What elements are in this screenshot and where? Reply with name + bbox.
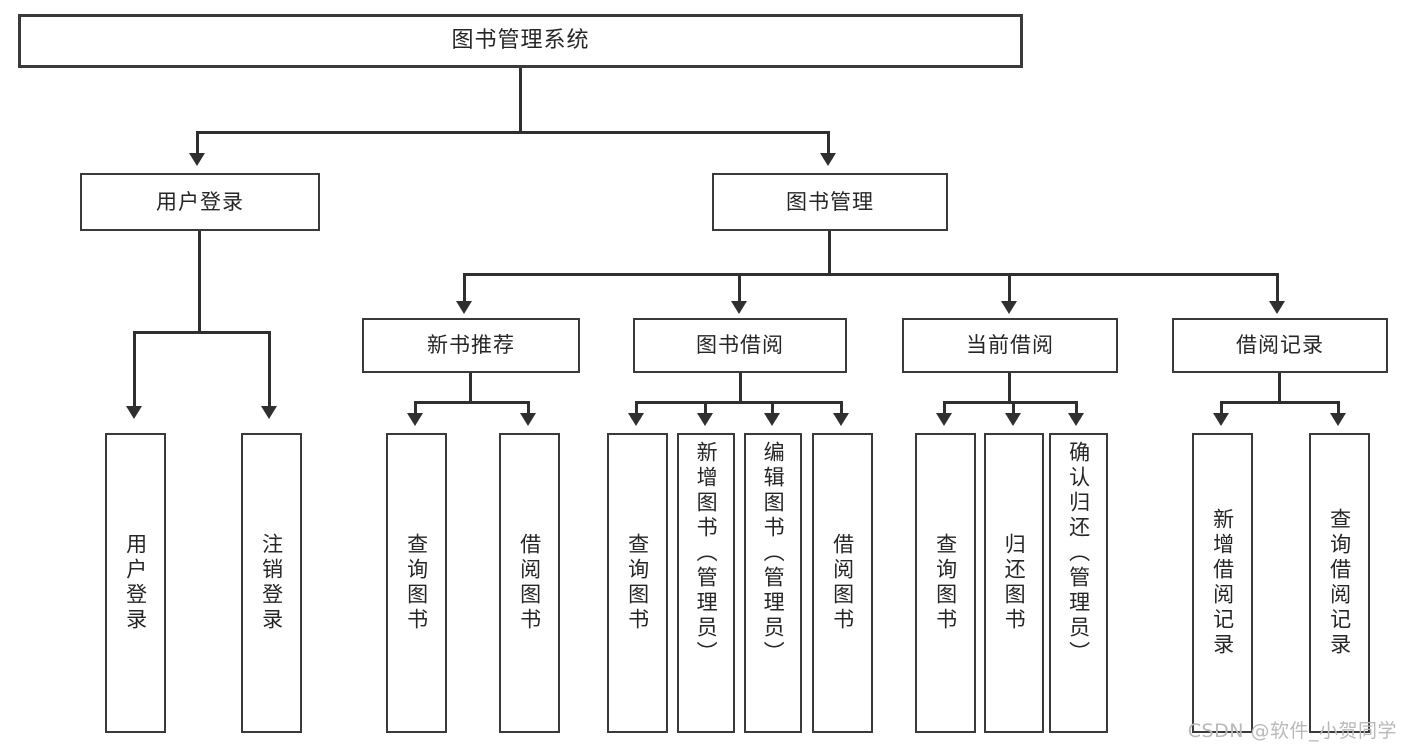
connector-book-mgmt-bus — [463, 273, 1279, 276]
node-label: 图书管理系统 — [451, 28, 590, 54]
connector-book-mgmt-stem — [828, 231, 831, 275]
node-new-book-recommend[interactable]: 新书推荐 — [362, 318, 580, 373]
arrow-book-mgmt-to-new-book — [456, 301, 472, 314]
arrow-book-borrow-to-leaf-2 — [697, 413, 713, 426]
leaf-add-borrow-record[interactable]: 新增借阅记录 — [1192, 433, 1253, 733]
leaf-user-login[interactable]: 用户登录 — [105, 433, 166, 733]
leaf-borrow-book-new[interactable]: 借阅图书 — [499, 433, 560, 733]
leaf-query-book-current[interactable]: 查询图书 — [915, 433, 976, 733]
node-book-management[interactable]: 图书管理 — [712, 173, 948, 231]
arrow-new-book-to-leaf-1 — [407, 413, 423, 426]
arrow-book-mgmt-to-borrow-record — [1269, 301, 1285, 314]
leaf-label: 注销登录 — [259, 533, 284, 633]
node-label: 图书借阅 — [696, 333, 784, 358]
leaf-confirm-return-admin[interactable]: 确认归还（管理员） — [1049, 433, 1108, 733]
node-borrow-record[interactable]: 借阅记录 — [1172, 318, 1388, 373]
connector-user-login-stem — [198, 231, 201, 333]
arrow-root-to-book-mgmt — [820, 153, 836, 166]
leaf-label: 确认归还（管理员） — [1066, 441, 1091, 666]
leaf-label: 用户登录 — [123, 533, 148, 633]
connector-root-bus — [196, 131, 830, 134]
csdn-watermark: CSDN @软件_小贺同学 — [1187, 720, 1397, 742]
arrow-borrow-record-to-leaf-1 — [1213, 413, 1229, 426]
connector-book-borrow-to-leaf-3 — [771, 401, 774, 415]
leaf-borrow-book[interactable]: 借阅图书 — [812, 433, 873, 733]
arrow-user-login-to-leaf-1 — [126, 406, 142, 419]
leaf-label: 查询借阅记录 — [1327, 508, 1352, 658]
connector-root-stem — [519, 68, 522, 133]
connector-borrow-record-to-leaf-1 — [1220, 401, 1223, 415]
leaf-query-book-new[interactable]: 查询图书 — [386, 433, 447, 733]
leaf-label: 编辑图书（管理员） — [761, 441, 786, 666]
connector-book-borrow-to-leaf-1 — [635, 401, 638, 415]
connector-root-to-user-login — [196, 131, 199, 155]
node-book-borrow[interactable]: 图书借阅 — [633, 318, 847, 373]
node-current-borrow[interactable]: 当前借阅 — [902, 318, 1118, 373]
node-root-system[interactable]: 图书管理系统 — [18, 14, 1023, 68]
connector-current-borrow-to-leaf-1 — [943, 401, 946, 415]
leaf-label: 新增图书（管理员） — [694, 441, 719, 666]
connector-book-borrow-bus — [635, 401, 843, 404]
connector-borrow-record-bus — [1220, 401, 1340, 404]
arrow-book-mgmt-to-book-borrow — [731, 301, 747, 314]
leaf-query-borrow-record[interactable]: 查询借阅记录 — [1309, 433, 1370, 733]
leaf-label: 借阅图书 — [517, 533, 542, 633]
node-label: 图书管理 — [786, 189, 874, 214]
connector-root-to-book-mgmt — [827, 131, 830, 155]
leaf-logout[interactable]: 注销登录 — [241, 433, 302, 733]
arrow-current-borrow-to-leaf-1 — [936, 413, 952, 426]
connector-book-mgmt-to-new-book — [463, 273, 466, 303]
leaf-return-book[interactable]: 归还图书 — [984, 433, 1044, 733]
leaf-label: 新增借阅记录 — [1210, 508, 1235, 658]
connector-book-borrow-stem — [739, 373, 742, 403]
connector-new-book-to-leaf-1 — [414, 401, 417, 415]
connector-current-borrow-stem — [1008, 373, 1011, 403]
connector-user-login-to-leaf-2 — [268, 331, 271, 408]
connector-user-login-to-leaf-1 — [133, 331, 136, 408]
arrow-new-book-to-leaf-2 — [520, 413, 536, 426]
leaf-query-book-borrow[interactable]: 查询图书 — [607, 433, 668, 733]
arrow-book-borrow-to-leaf-3 — [764, 413, 780, 426]
connector-user-login-bus — [133, 331, 271, 334]
connector-book-mgmt-to-borrow-record — [1276, 273, 1279, 303]
leaf-label: 查询图书 — [625, 533, 650, 633]
connector-book-borrow-to-leaf-2 — [704, 401, 707, 415]
arrow-current-borrow-to-leaf-3 — [1068, 413, 1084, 426]
connector-book-borrow-to-leaf-4 — [840, 401, 843, 415]
leaf-label: 归还图书 — [1002, 533, 1027, 633]
node-user-login[interactable]: 用户登录 — [80, 173, 320, 231]
connector-new-book-stem — [469, 373, 472, 403]
node-label: 当前借阅 — [966, 333, 1054, 358]
leaf-label: 借阅图书 — [830, 533, 855, 633]
leaf-label: 查询图书 — [404, 533, 429, 633]
arrow-root-to-user-login — [189, 153, 205, 166]
arrow-user-login-to-leaf-2 — [261, 406, 277, 419]
connector-book-mgmt-to-current-borrow — [1008, 273, 1011, 303]
connector-new-book-to-leaf-2 — [527, 401, 530, 415]
connector-current-borrow-to-leaf-2 — [1012, 401, 1015, 415]
connector-new-book-bus — [414, 401, 530, 404]
arrow-book-borrow-to-leaf-1 — [628, 413, 644, 426]
node-label: 新书推荐 — [427, 333, 515, 358]
connector-current-borrow-bus — [943, 401, 1077, 404]
arrow-current-borrow-to-leaf-2 — [1005, 413, 1021, 426]
leaf-add-book-admin[interactable]: 新增图书（管理员） — [677, 433, 735, 733]
node-label: 用户登录 — [156, 189, 244, 214]
connector-borrow-record-stem — [1278, 373, 1281, 403]
arrow-borrow-record-to-leaf-2 — [1330, 413, 1346, 426]
leaf-label: 查询图书 — [933, 533, 958, 633]
connector-book-mgmt-to-book-borrow — [738, 273, 741, 303]
node-label: 借阅记录 — [1236, 333, 1324, 358]
arrow-book-borrow-to-leaf-4 — [833, 413, 849, 426]
connector-current-borrow-to-leaf-3 — [1075, 401, 1078, 415]
arrow-book-mgmt-to-current-borrow — [1001, 301, 1017, 314]
leaf-edit-book-admin[interactable]: 编辑图书（管理员） — [744, 433, 802, 733]
connector-borrow-record-to-leaf-2 — [1337, 401, 1340, 415]
